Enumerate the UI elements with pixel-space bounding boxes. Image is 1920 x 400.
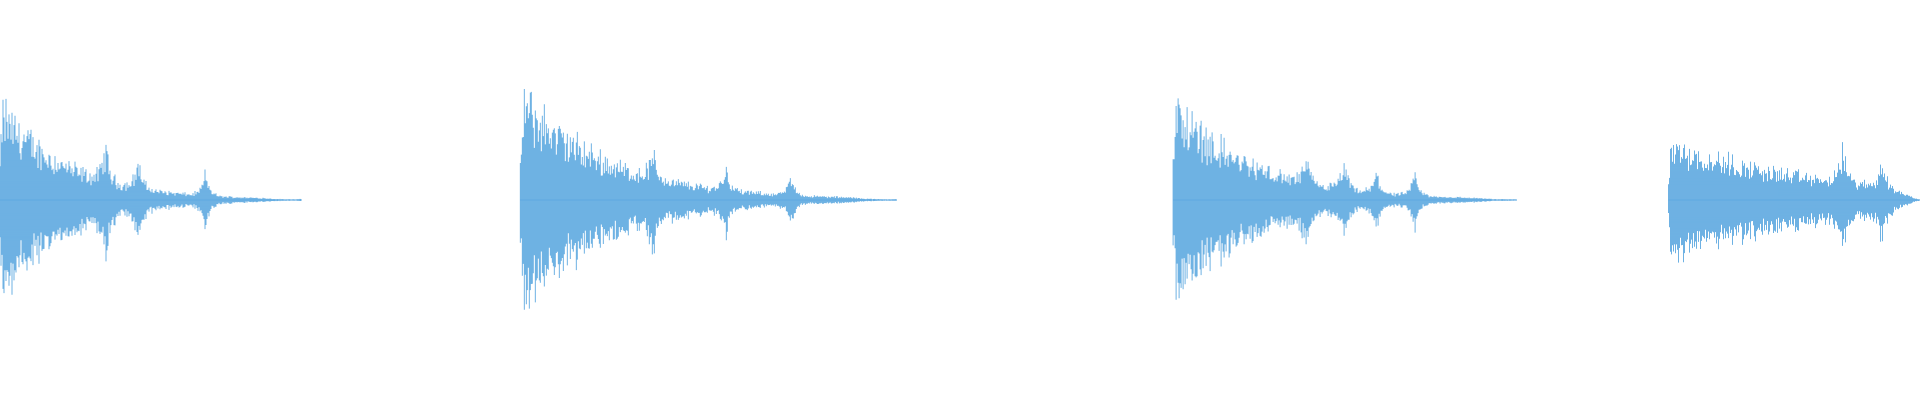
waveform-clips [0,89,1920,310]
clip-3-waveform [1172,98,1517,300]
clip-4-waveform [1668,142,1920,263]
clip-3[interactable] [1172,98,1517,300]
clip-2[interactable] [519,89,897,310]
clip-1-waveform [0,98,302,295]
clip-4[interactable] [1668,142,1920,263]
clip-1[interactable] [0,98,302,295]
clip-2-waveform [519,89,897,310]
